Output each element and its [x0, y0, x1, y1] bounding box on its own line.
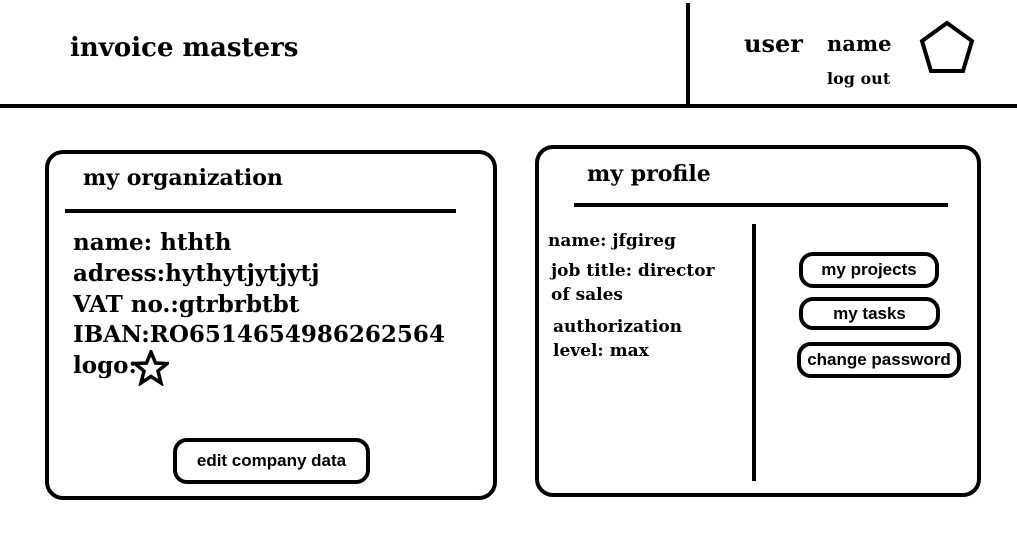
- my-tasks-button[interactable]: my tasks: [799, 297, 940, 330]
- my-projects-button[interactable]: my projects: [799, 252, 939, 288]
- logout-link[interactable]: log out: [827, 69, 891, 88]
- profile-title-rule: [574, 203, 948, 207]
- profile-authorization-level: authorization level: max: [553, 317, 683, 361]
- organization-vat: VAT no.:gtrbrbtbt: [73, 291, 300, 318]
- profile-panel: [535, 145, 981, 497]
- profile-name: name: jfgireg: [548, 231, 676, 251]
- profile-title: my profile: [587, 161, 711, 187]
- star-icon: [133, 350, 169, 386]
- change-password-button[interactable]: change password: [797, 342, 961, 378]
- profile-divider: [752, 224, 756, 481]
- organization-name: name: hthth: [73, 229, 232, 256]
- app-title: invoice masters: [70, 33, 299, 63]
- edit-company-data-button[interactable]: edit company data: [173, 438, 370, 484]
- header-bottom-rule: [0, 104, 1017, 108]
- organization-panel: [45, 150, 497, 500]
- pentagon-icon[interactable]: [918, 20, 976, 76]
- organization-title: my organization: [83, 165, 283, 191]
- organization-logo-label: logo:: [73, 352, 137, 379]
- user-label: user: [744, 29, 803, 58]
- organization-address: adress:hythytjytjytj: [73, 260, 320, 287]
- header-divider: [686, 3, 690, 108]
- organization-title-rule: [65, 209, 456, 213]
- organization-iban: IBAN:RO6514654986262564: [73, 321, 445, 348]
- user-name: name: [827, 31, 892, 56]
- profile-job-title: job title: director of sales: [551, 261, 715, 305]
